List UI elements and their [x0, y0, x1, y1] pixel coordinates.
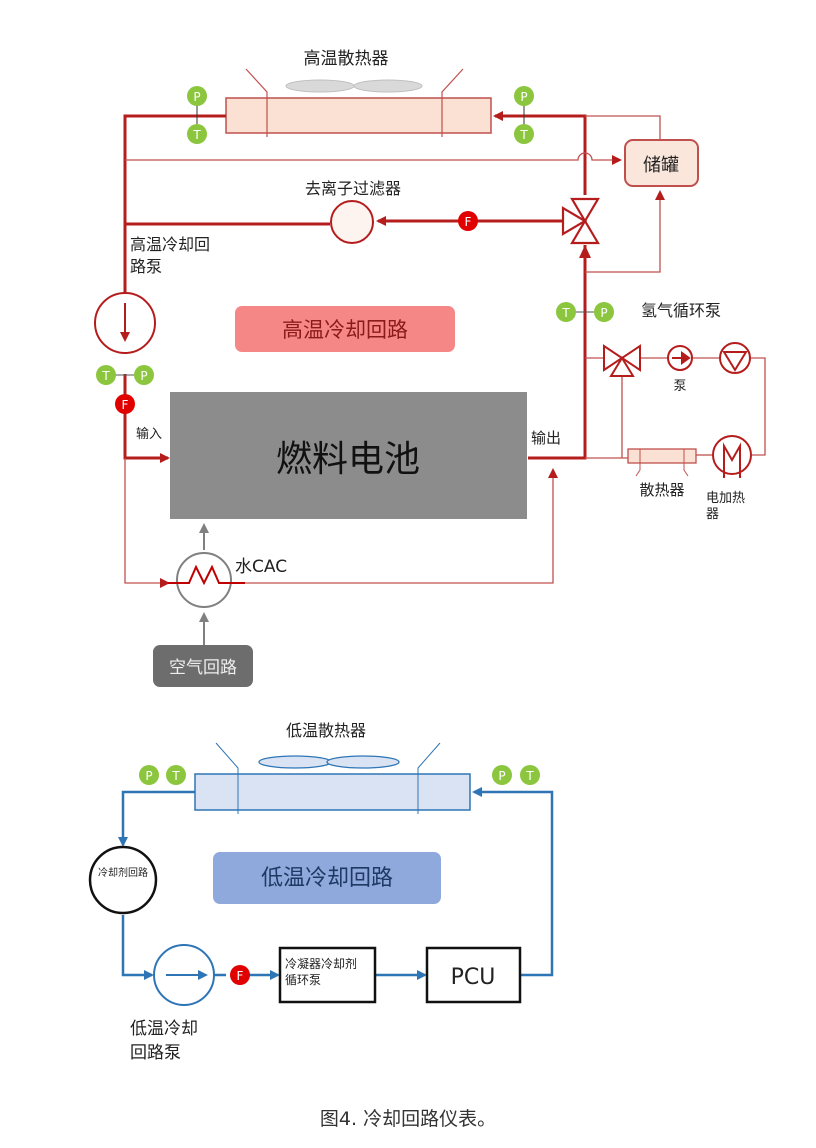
- hydrogen-recirculation-pump-icon: [719, 342, 751, 374]
- radiator-bracket-left: [245, 68, 268, 137]
- heater-label-2: 器: [706, 507, 719, 522]
- high-temp-radiator-label: 高温散热器: [304, 49, 389, 69]
- high-temp-pump-label-2: 路泵: [130, 257, 162, 276]
- svg-text:P: P: [520, 90, 527, 104]
- tp-sensor-pair-outlet: T P: [556, 302, 614, 322]
- hydrogen-three-way-valve-icon: [603, 344, 641, 377]
- small-radiator-label: 散热器: [639, 481, 684, 499]
- high-temp-radiator: [225, 97, 492, 134]
- flow-sensor-pump: F: [115, 394, 135, 414]
- pt-sensor-pair-radiator-in: P T: [187, 86, 207, 144]
- small-radiator-leg: [683, 449, 689, 477]
- low-temp-loop-label-box: [213, 852, 441, 904]
- svg-text:T: T: [525, 769, 534, 783]
- three-way-valve-icon: [561, 197, 600, 245]
- svg-text:T: T: [192, 128, 201, 142]
- low-temp-pipes: [118, 787, 554, 980]
- flow-arrow: [579, 245, 591, 258]
- deionizer-filter-label: 去离子过滤器: [305, 179, 401, 198]
- flow-sensor-low: F: [230, 965, 250, 985]
- high-temp-thin-pipes: [124, 115, 766, 588]
- water-cac-icon: [176, 552, 232, 608]
- svg-text:T: T: [561, 306, 570, 320]
- electric-heater-icon: [712, 435, 752, 475]
- figure-caption: 图4. 冷却回路仪表。: [320, 1108, 496, 1130]
- pump-triangle: [722, 351, 748, 372]
- pcu-box: [425, 946, 522, 1004]
- radiator-bracket-right: [417, 742, 441, 814]
- radiator-bracket-right: [441, 68, 464, 137]
- svg-text:P: P: [140, 369, 147, 383]
- fuel-cell-label: 燃料电池: [276, 439, 420, 480]
- coolant-loop-circle: [88, 845, 158, 915]
- air-loop-label: 空气回路: [169, 658, 237, 678]
- svg-text:P: P: [498, 769, 505, 783]
- low-temp-radiator-label: 低温散热器: [286, 721, 366, 740]
- fan-blade-icon: [326, 755, 400, 769]
- low-temp-radiator: [194, 773, 471, 811]
- high-temp-loop-label: 高温冷却回路: [282, 318, 408, 342]
- low-temp-pump-label-2: 回路泵: [130, 1043, 181, 1063]
- water-cac-label: 水CAC: [235, 557, 287, 577]
- low-temp-loop: 低温散热器 P T P T 冷却剂回路: [88, 721, 554, 1063]
- fuel-cell-stack: [170, 392, 527, 519]
- low-temp-pump-label-1: 低温冷却: [130, 1019, 198, 1039]
- hydrogen-pump-label: 氢气循环泵: [641, 301, 721, 320]
- condenser-pump-label-1: 冷凝器冷却剂: [285, 956, 357, 971]
- air-loop-box: [153, 645, 253, 687]
- heater-label-1: 电加热: [706, 491, 745, 506]
- storage-tank-label: 储罐: [643, 155, 679, 176]
- svg-text:F: F: [237, 969, 244, 983]
- svg-text:T: T: [101, 369, 110, 383]
- high-temp-loop: 高温散热器: [94, 49, 766, 687]
- input-label: 输入: [136, 426, 162, 442]
- coolant-loop-label: 冷却剂回路: [98, 866, 148, 879]
- radiator-bracket-left: [215, 742, 239, 814]
- pt-sensor-pair-low-radiator-in: P T: [139, 765, 186, 785]
- svg-text:P: P: [600, 306, 607, 320]
- pt-sensor-pair-low-radiator-out: P T: [492, 765, 540, 785]
- fan-blade-icon: [258, 755, 332, 769]
- small-pump-label: 泵: [673, 379, 686, 394]
- heater-coil: [723, 442, 741, 478]
- fan-blade-icon: [285, 79, 355, 93]
- svg-text:T: T: [171, 769, 180, 783]
- cac-coil: [168, 564, 245, 586]
- svg-text:F: F: [122, 398, 129, 412]
- pt-sensor-pair-radiator-out: P T: [514, 86, 534, 144]
- flow-sensor: F: [458, 211, 478, 231]
- condenser-pump-label-2: 循环泵: [285, 973, 321, 987]
- small-radiator-leg: [635, 449, 641, 477]
- condenser-coolant-pump-box: [278, 946, 377, 1004]
- high-temp-pump-label-1: 高温冷却回: [130, 235, 210, 254]
- svg-text:P: P: [193, 90, 200, 104]
- pcu-label: PCU: [451, 965, 496, 990]
- small-pump-arrow: [672, 351, 691, 365]
- tp-sensor-pair-pump: T P: [96, 365, 154, 385]
- svg-text:P: P: [145, 769, 152, 783]
- output-label: 输出: [531, 429, 561, 447]
- deionizer-filter: [330, 200, 374, 244]
- small-radiator: [627, 448, 697, 464]
- low-temp-loop-label: 低温冷却回路: [261, 866, 393, 891]
- storage-tank: [624, 139, 699, 187]
- high-temp-loop-label-box: [235, 306, 455, 352]
- svg-text:F: F: [465, 215, 472, 229]
- fan-blade-icon: [353, 79, 423, 93]
- svg-text:T: T: [519, 128, 528, 142]
